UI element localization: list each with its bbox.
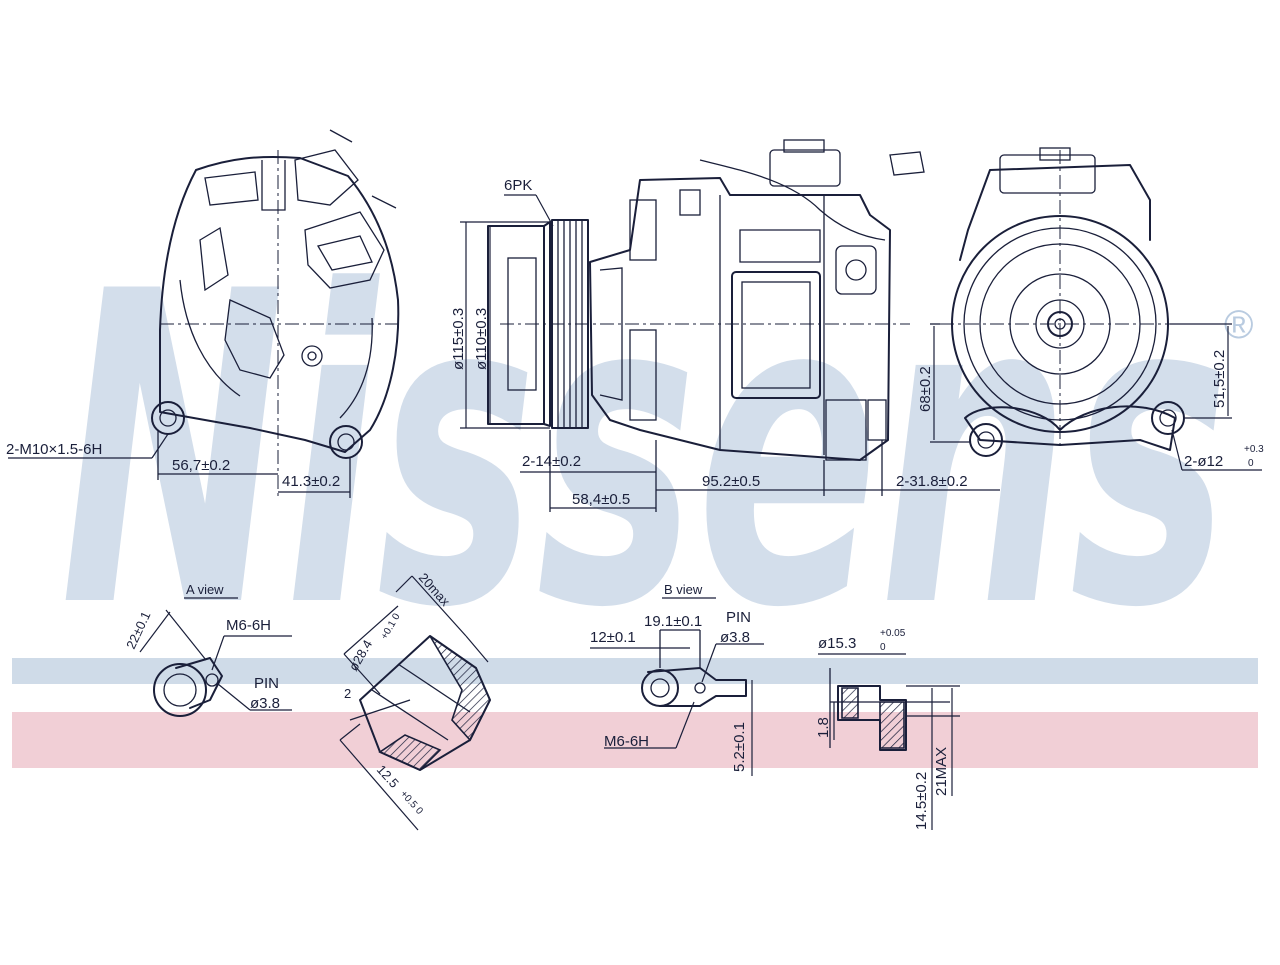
front-mount-hole-right — [1151, 401, 1185, 435]
dia-110: ø110±0.3 — [473, 308, 490, 370]
dim-56-7: 56,7±0.2 — [172, 457, 230, 474]
b-view: B view 19.1±0.1 12±0.1 PIN ø3.8 M6-6H 5.… — [590, 582, 764, 776]
sec-12-5-tol: +0.5 0 — [398, 789, 425, 818]
sec-2: 2 — [344, 686, 351, 701]
rear-view: 2-M10×1.5-6H 56,7±0.2 41.3±0.2 — [6, 129, 402, 500]
c-dim-1-8: 1.8 — [815, 717, 832, 738]
c-dim-14-5: 14.5±0.2 — [913, 772, 930, 830]
b-view-title: B view — [664, 582, 703, 597]
dim-41-3: 41.3±0.2 — [282, 473, 340, 490]
b-dim-12: 12±0.1 — [590, 629, 636, 646]
dim-58-4: 58,4±0.5 — [572, 491, 630, 508]
dia-115: ø115±0.3 — [450, 308, 467, 370]
b-dim-19-1: 19.1±0.1 — [644, 613, 702, 630]
stripe-pink — [12, 712, 1258, 768]
c-dia-tol-upper: +0.05 — [880, 628, 906, 639]
mount-thread-label: 2-M10×1.5-6H — [6, 441, 102, 458]
c-dia-15-3: ø15.3 — [818, 635, 856, 652]
front-view: 68±0.2 51,5±0.2 2-ø12 +0.3 0 — [917, 147, 1264, 471]
dim-95-2: 95.2±0.5 — [702, 473, 760, 490]
b-dim-5-2: 5.2±0.1 — [731, 722, 748, 772]
brand-background: Nissens ® — [12, 202, 1258, 768]
mount-hole-right — [329, 425, 363, 459]
a-view-title: A view — [186, 582, 224, 597]
c-dim-21max: 21MAX — [933, 747, 950, 796]
dim-68: 68±0.2 — [917, 366, 934, 412]
a-m6-label: M6-6H — [226, 617, 271, 634]
b-pin-label: PIN — [726, 609, 751, 626]
dim-2-31-8: 2-31.8±0.2 — [896, 473, 968, 490]
dim-51-5: 51,5±0.2 — [1211, 350, 1228, 408]
fitting-section: ø15.3 +0.05 0 1.8 14.5±0.2 21MAX — [815, 628, 960, 830]
b-pin-dia: ø3.8 — [720, 629, 750, 646]
belt-pulley — [551, 219, 589, 429]
dim-2-14: 2-14±0.2 — [522, 453, 581, 470]
hole-dia-label: 2-ø12 — [1184, 453, 1223, 470]
hole-tol-upper: +0.3 — [1244, 444, 1264, 455]
front-mount-hole-left — [969, 423, 1003, 457]
hole-tol-lower: 0 — [1248, 458, 1254, 469]
b-m6-label: M6-6H — [604, 733, 649, 750]
registered-mark: ® — [1224, 303, 1253, 347]
side-view: 6PK ø115±0.3 ø110±0.3 2-14±0.2 58,4±0.5 … — [450, 139, 1000, 512]
brand-watermark: Nissens — [60, 202, 1230, 702]
a-pin-label: PIN — [254, 675, 279, 692]
a-pin-dia: ø3.8 — [250, 695, 280, 712]
belt-type-label: 6PK — [504, 177, 532, 194]
c-dia-tol-lower: 0 — [880, 642, 886, 653]
